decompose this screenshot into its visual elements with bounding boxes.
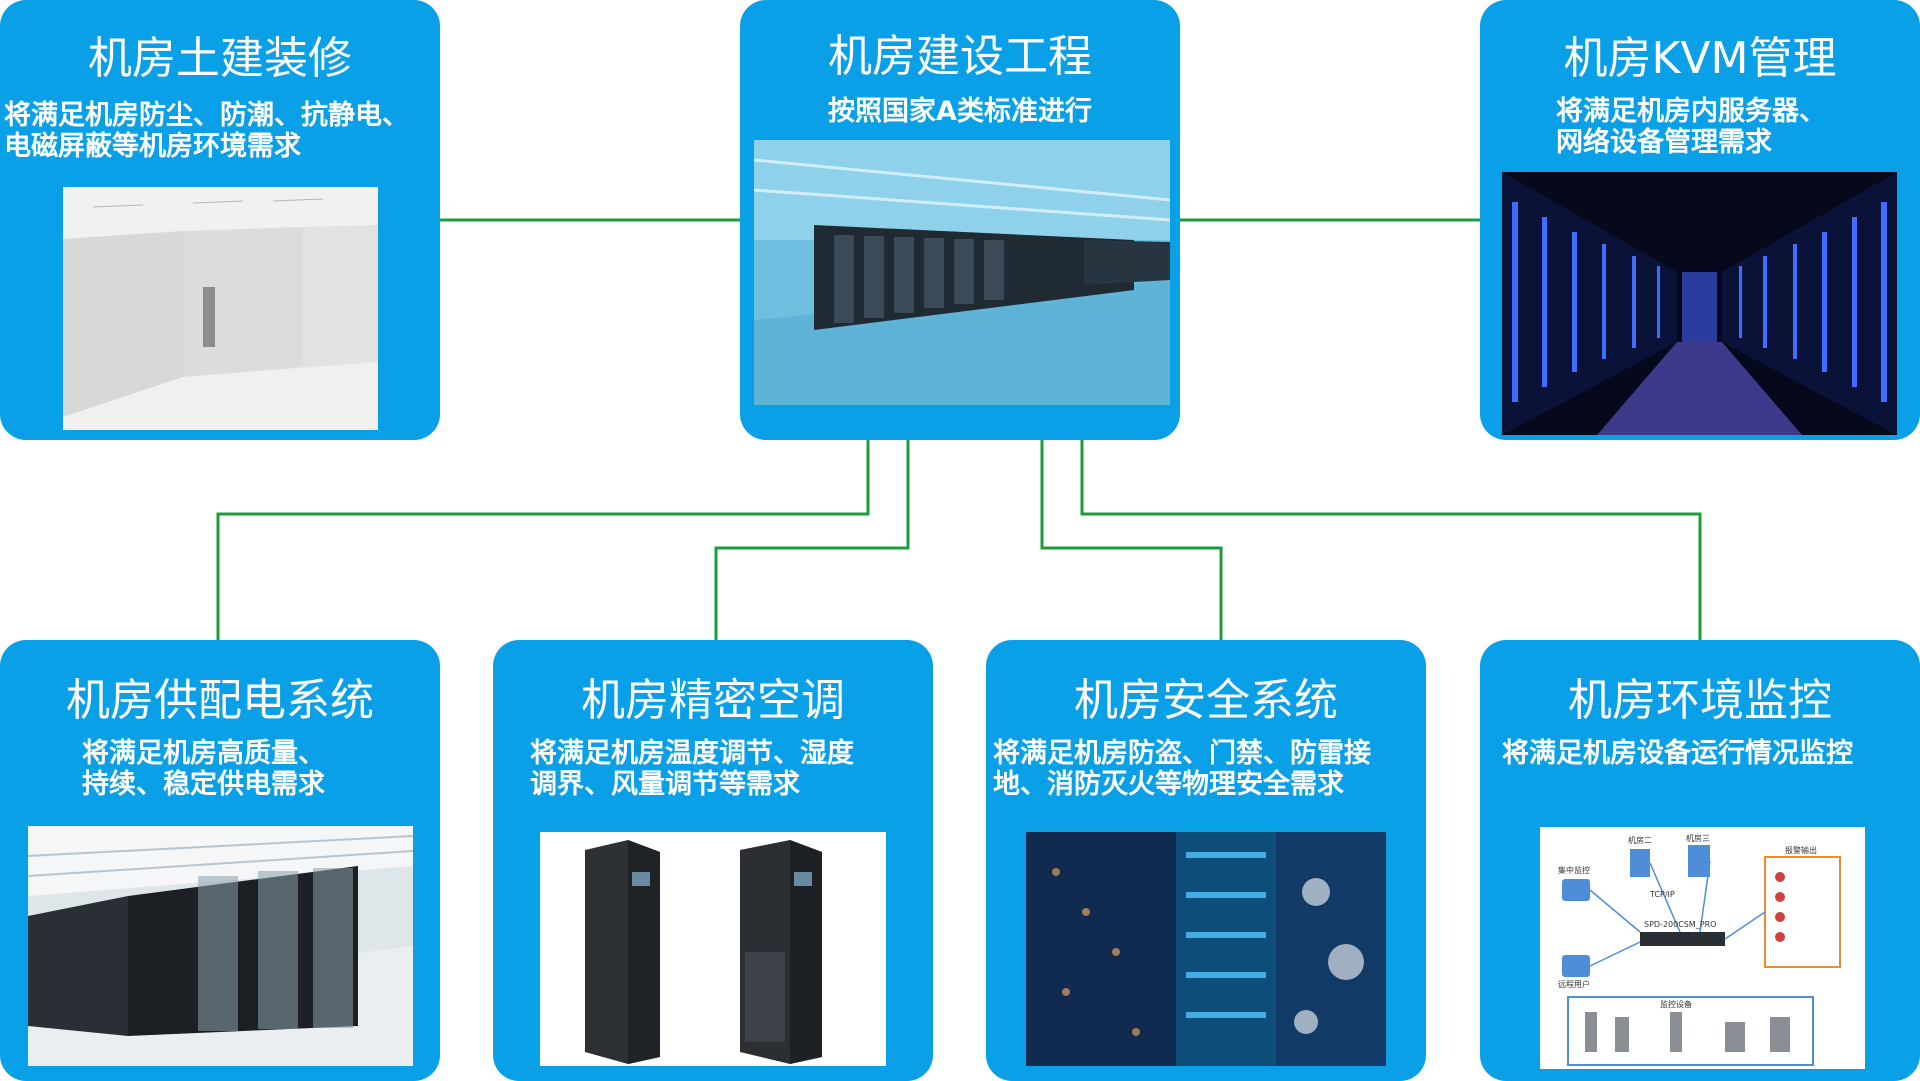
- card-description: 将满足机房防盗、门禁、防雷接 地、消防灭火等物理安全需求: [993, 738, 1371, 800]
- connector-to-power: [216, 440, 870, 640]
- precision-ac-units-image: [540, 832, 886, 1066]
- server-rack-lights-image: [1026, 832, 1386, 1066]
- label-remote-user: 远程用户: [1558, 979, 1590, 989]
- card-description: 将满足机房防尘、防潮、抗静电、 电磁屏蔽等机房环境需求: [4, 100, 409, 162]
- server-aisle-image: [1502, 172, 1897, 435]
- card-construction-project: 机房建设工程 按照国家A类标准进行: [740, 0, 1180, 440]
- card-title: 机房建设工程: [828, 31, 1092, 82]
- label-room-2: 机房二: [1628, 835, 1652, 845]
- connector-to-monitor: [1080, 440, 1702, 640]
- card-description: 按照国家A类标准进行: [828, 96, 1092, 127]
- card-civil-decoration: 机房土建装修 将满足机房防尘、防潮、抗静电、 电磁屏蔽等机房环境需求: [0, 0, 440, 440]
- card-description: 将满足机房内服务器、 网络设备管理需求: [1556, 96, 1826, 158]
- card-title: 机房环境监控: [1568, 675, 1832, 726]
- card-environment-monitoring: 机房环境监控 将满足机房设备运行情况监控: [1480, 640, 1920, 1081]
- monitoring-topology-image: 集中监控 机房二 机房三 TCP/IP 报警输出 SPD-200CSM_PRO …: [1540, 827, 1865, 1069]
- label-room-3: 机房三: [1686, 833, 1710, 843]
- connector-to-security: [1040, 440, 1223, 640]
- empty-room-image: [63, 187, 378, 430]
- label-alarm-output: 报警输出: [1785, 845, 1817, 855]
- label-tcp-ip: TCP/IP: [1649, 890, 1675, 899]
- label-device-model: SPD-200CSM_PRO: [1644, 920, 1716, 929]
- data-center-hall-image: [754, 140, 1170, 405]
- card-title: 机房土建装修: [88, 33, 352, 84]
- card-security-system: 机房安全系统 将满足机房防盗、门禁、防雷接 地、消防灭火等物理安全需求: [986, 640, 1426, 1081]
- connector-to-ac: [714, 440, 910, 640]
- card-title: 机房供配电系统: [66, 675, 374, 726]
- label-central-monitor: 集中监控: [1558, 865, 1590, 875]
- card-power-distribution: 机房供配电系统 将满足机房高质量、 持续、稳定供电需求: [0, 640, 440, 1081]
- card-description: 将满足机房高质量、 持续、稳定供电需求: [82, 738, 325, 800]
- card-title: 机房KVM管理: [1563, 33, 1837, 84]
- card-kvm-management: 机房KVM管理 将满足机房内服务器、 网络设备管理需求: [1480, 0, 1920, 440]
- card-title: 机房精密空调: [581, 675, 845, 726]
- card-description: 将满足机房温度调节、湿度 调界、风量调节等需求: [530, 738, 854, 800]
- card-precision-ac: 机房精密空调 将满足机房温度调节、湿度 调界、风量调节等需求: [493, 640, 933, 1081]
- label-monitored-devices: 监控设备: [1660, 999, 1692, 1009]
- server-room-glass-image: [28, 826, 413, 1066]
- card-title: 机房安全系统: [1074, 675, 1338, 726]
- card-description: 将满足机房设备运行情况监控: [1502, 738, 1853, 769]
